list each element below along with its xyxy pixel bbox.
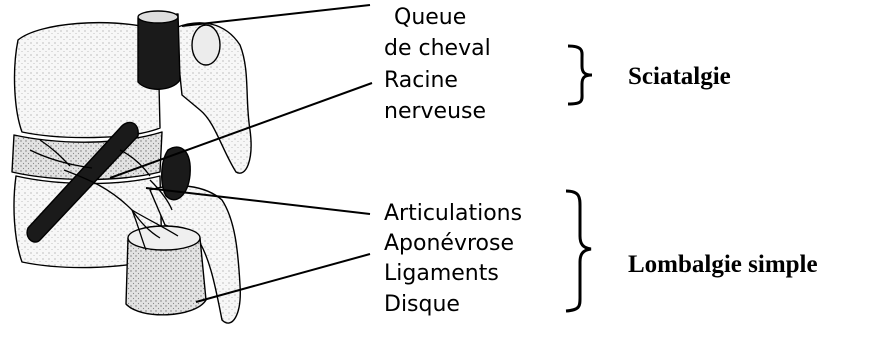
nerve-root — [26, 121, 139, 243]
brace-sciatalgie — [567, 44, 593, 106]
label-disque: Disque — [384, 292, 460, 317]
label-articulations: Articulations — [384, 201, 522, 226]
brace-lombalgie — [565, 189, 592, 313]
label-aponevrose: Aponévrose — [384, 231, 514, 256]
leader-disque — [195, 253, 371, 303]
label-queue-line1: Queue — [394, 5, 466, 30]
group-lombalgie: Lombalgie simple — [628, 251, 818, 278]
label-racine-line2: nerveuse — [384, 99, 486, 124]
label-ligaments: Ligaments — [384, 261, 499, 286]
cauda-equina-top — [137, 10, 179, 24]
cauda-equina — [137, 13, 181, 90]
vertebra-illustration — [11, 10, 252, 324]
disc-top — [127, 225, 201, 251]
upper-facet — [191, 24, 221, 66]
leader-articulations — [145, 187, 371, 215]
lower-posterior-process — [149, 185, 241, 324]
nerve-branches — [29, 139, 179, 251]
group-sciatalgie: Sciatalgie — [628, 63, 731, 90]
leader-lines — [109, 4, 373, 303]
label-queue-line2: de cheval — [384, 36, 491, 61]
label-racine-line1: Racine — [384, 68, 458, 93]
leader-racine — [109, 82, 373, 179]
leader-queue — [181, 4, 371, 27]
